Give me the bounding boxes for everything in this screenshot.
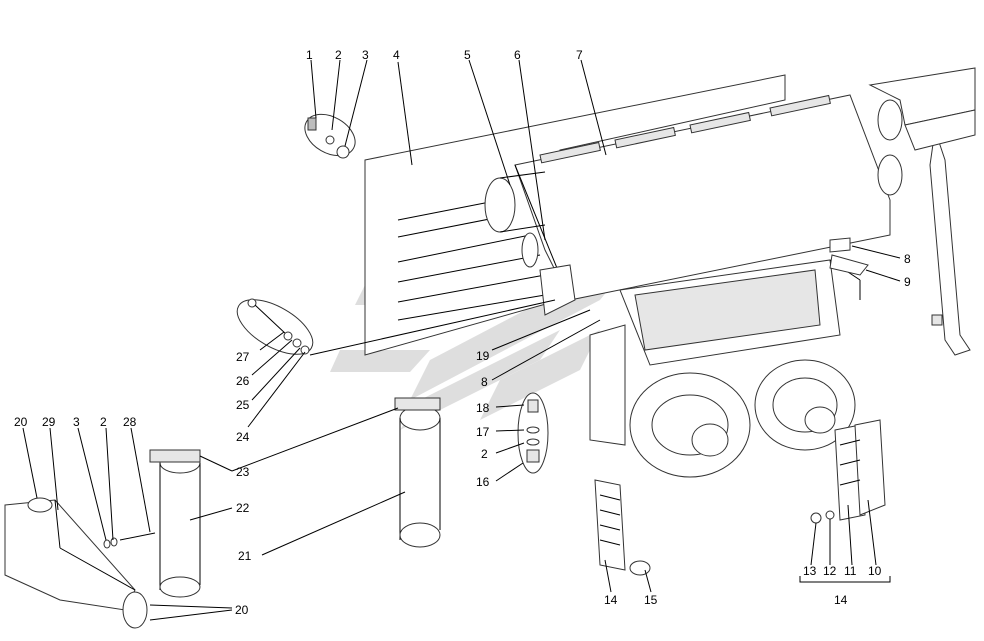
heater-body	[589, 259, 861, 478]
callout-label: 2	[481, 447, 488, 461]
callout-label: 10	[868, 564, 882, 578]
clamp-23a	[149, 449, 201, 463]
bolt-28	[119, 532, 156, 541]
callout-label: 18	[476, 401, 490, 415]
callout-label: 13	[803, 564, 817, 578]
callout-label: 16	[476, 475, 490, 489]
callout-label: 7	[576, 48, 583, 62]
callout-labels: 1 2 3 4 5 6 7 8 9 19 8 27 26 25 24 18 17…	[14, 48, 911, 617]
rear-panel	[364, 74, 786, 356]
callout-label: 14	[604, 593, 618, 607]
callout-label: 9	[904, 275, 911, 289]
nut-13	[810, 512, 822, 524]
callout-label: 20	[14, 415, 28, 429]
callout-label: 4	[393, 48, 400, 62]
detail-callout-1-3	[304, 113, 356, 159]
callout-label: 24	[236, 430, 250, 444]
callout-label: 3	[362, 48, 369, 62]
clamp-23b	[394, 397, 441, 411]
callout-label: 5	[464, 48, 471, 62]
callout-label: 2	[335, 48, 342, 62]
callout-label: 25	[236, 398, 250, 412]
callout-label: 22	[236, 501, 250, 515]
callout-label: 1	[306, 48, 313, 62]
callout-label: 14	[834, 593, 848, 607]
callout-label: 15	[644, 593, 658, 607]
callout-label: 27	[236, 350, 250, 364]
air-duct	[4, 497, 148, 629]
leader-lines	[22, 59, 901, 621]
heater-cover	[484, 94, 903, 301]
washer-12	[825, 510, 835, 520]
callout-label: 8	[904, 252, 911, 266]
callout-label: 11	[844, 564, 857, 578]
callout-label: 21	[238, 549, 252, 563]
callout-label: 29	[42, 415, 56, 429]
hose-22	[159, 452, 201, 598]
callout-label: 20	[235, 603, 249, 617]
callout-label: 28	[123, 415, 137, 429]
exhaust-pipe	[868, 67, 976, 356]
washer-b	[110, 537, 118, 547]
callout-label: 19	[476, 349, 490, 363]
callout-label: 26	[236, 374, 250, 388]
bracket-9	[829, 254, 869, 276]
callout-label: 3	[73, 415, 80, 429]
callout-label: 6	[514, 48, 521, 62]
grille-right	[834, 419, 886, 521]
callout-label: 23	[236, 465, 250, 479]
bracket	[539, 264, 576, 316]
callout-label: 8	[481, 375, 488, 389]
callout-label: 12	[823, 564, 837, 578]
detail-callout-16-18	[517, 392, 549, 474]
grille-left	[594, 479, 626, 571]
detail-callout-24-27	[236, 298, 556, 356]
bracket-8	[829, 237, 851, 253]
callout-label: 2	[100, 415, 107, 429]
hose-21	[399, 405, 441, 548]
callout-label: 17	[476, 425, 490, 439]
washer	[103, 539, 111, 549]
screw-15	[629, 560, 651, 576]
